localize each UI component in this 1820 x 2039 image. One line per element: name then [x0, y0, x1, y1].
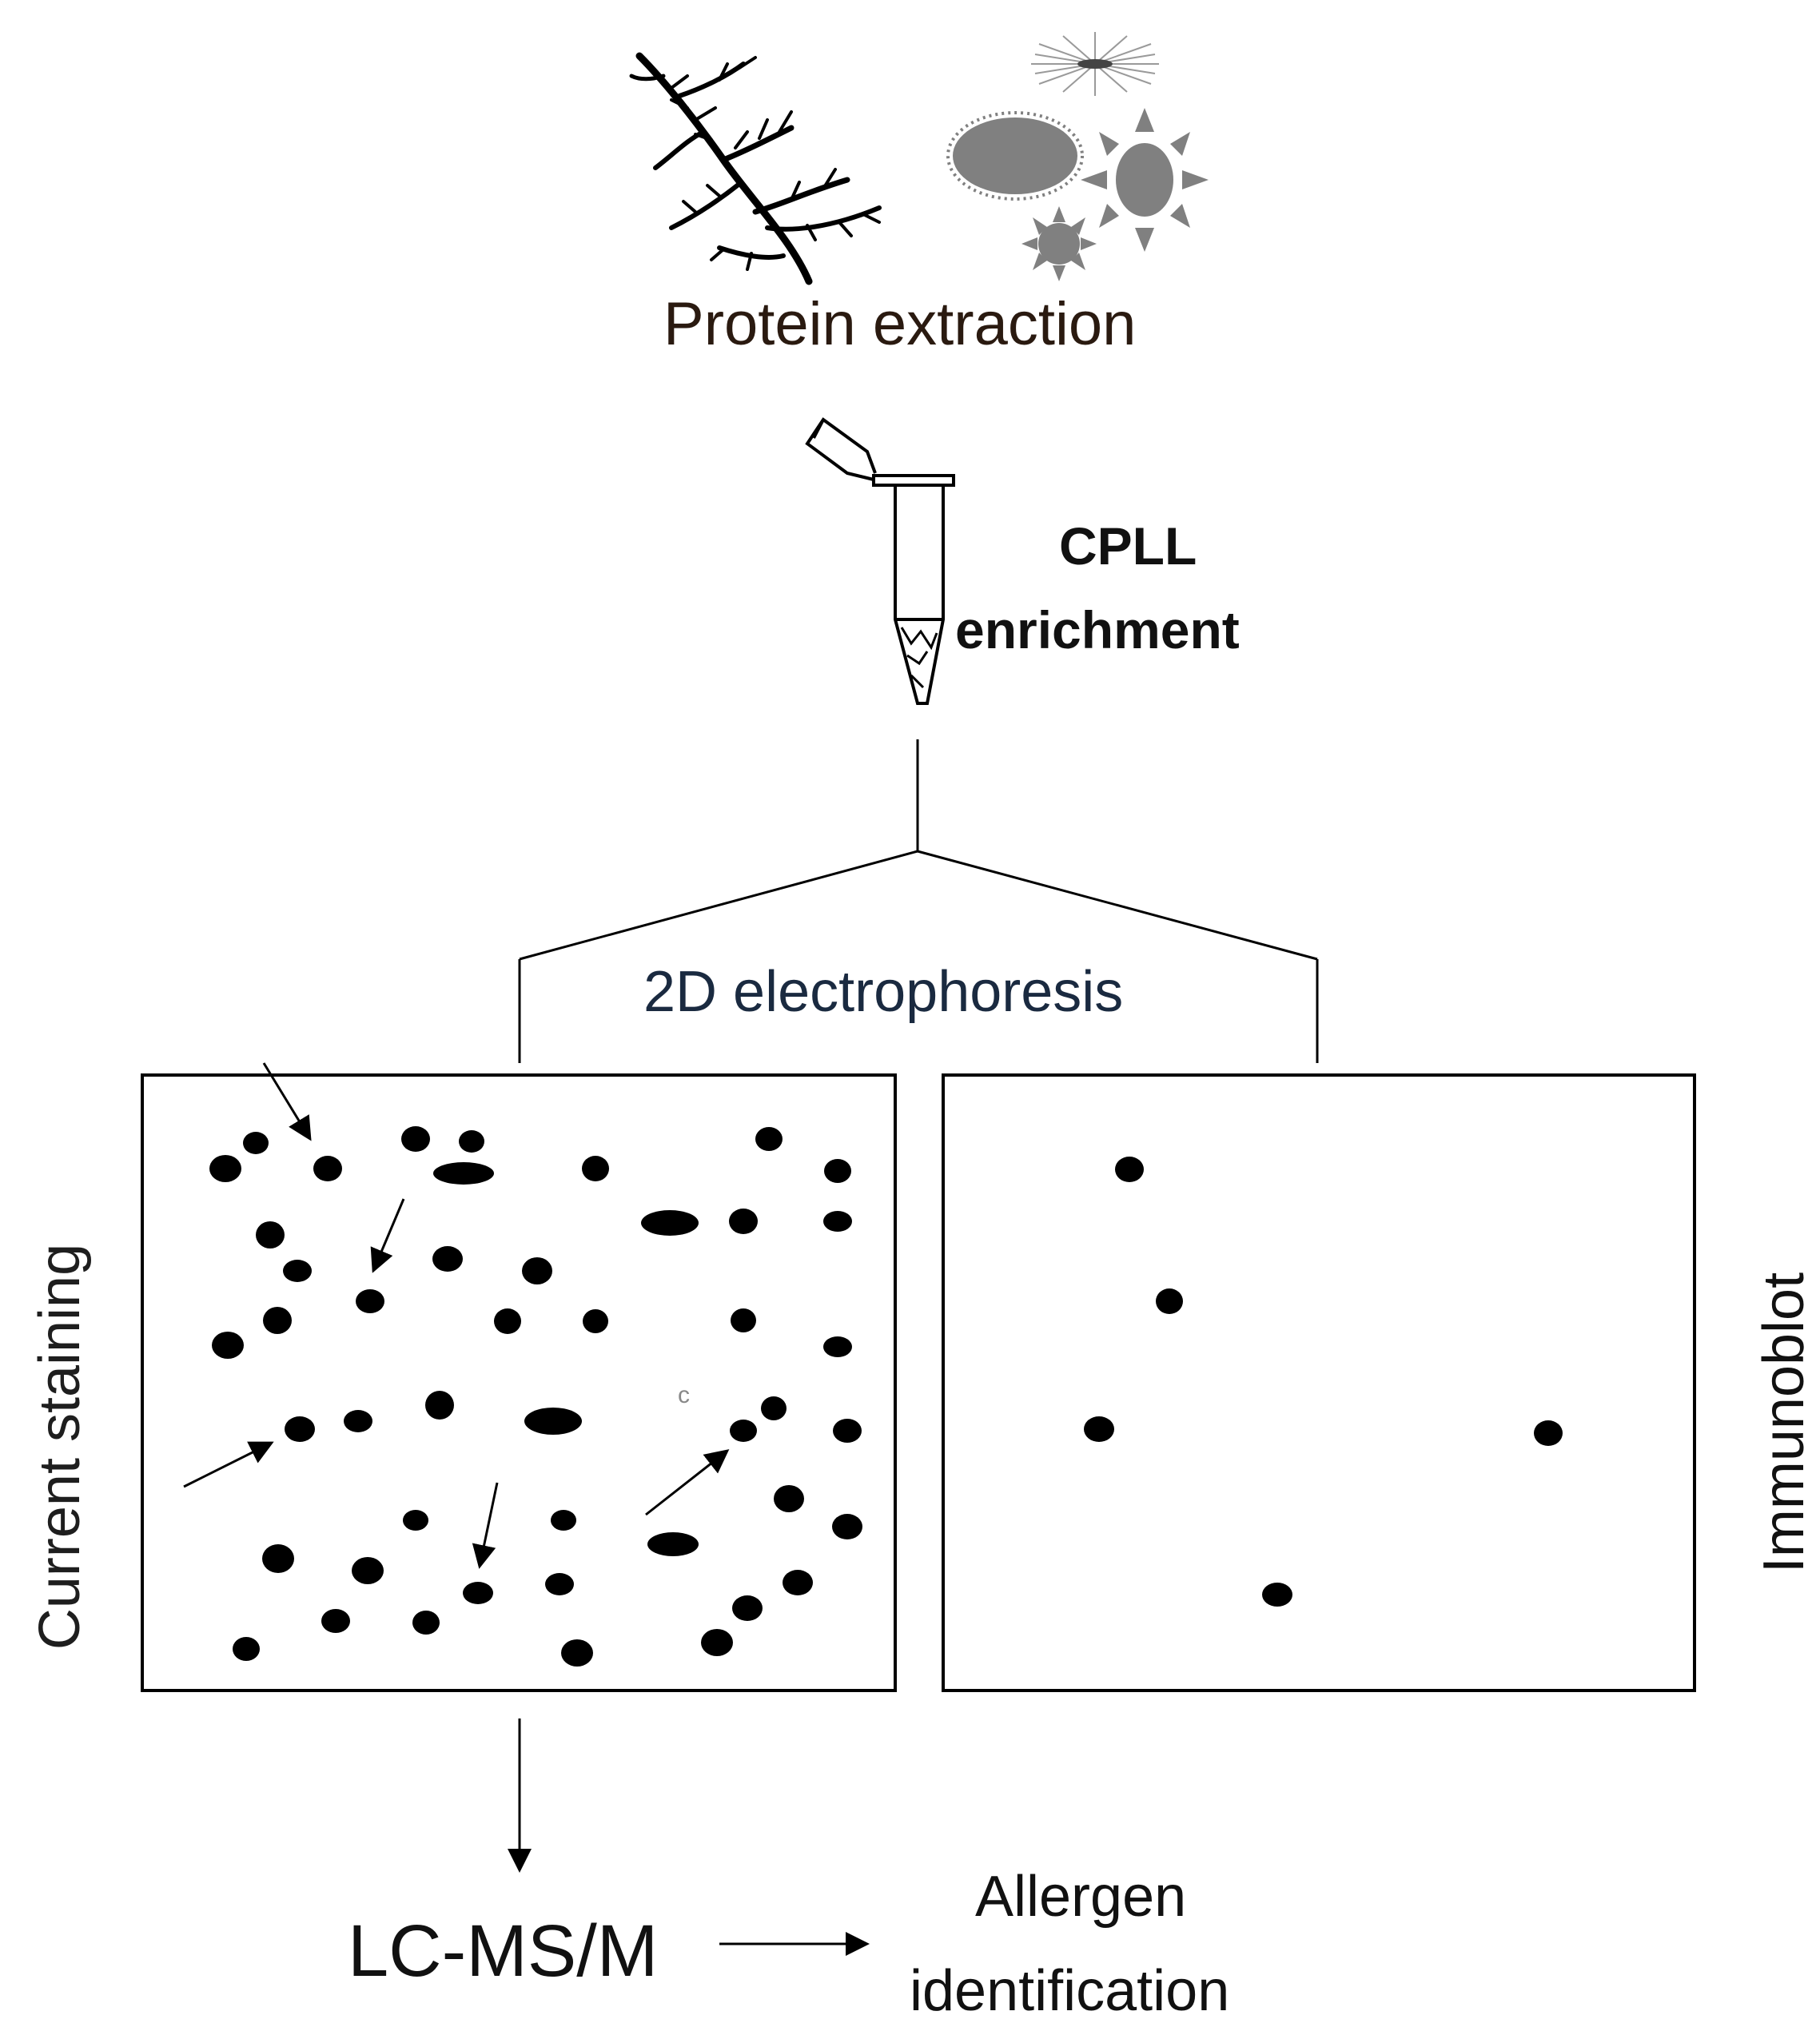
protein-spot	[641, 1210, 699, 1236]
protein-spot	[263, 1307, 292, 1334]
protein-spot	[352, 1557, 384, 1584]
protein-spot	[401, 1126, 430, 1152]
immunoreactive-spot	[1156, 1288, 1183, 1314]
protein-spot	[344, 1410, 372, 1432]
small-c-artifact: c	[678, 1382, 690, 1408]
protein-spot	[755, 1127, 783, 1151]
lcms-label: LC-MS/M	[348, 1910, 659, 1992]
protein-spot	[701, 1629, 733, 1656]
protein-spot	[433, 1162, 494, 1185]
protein-spot	[582, 1156, 609, 1181]
protein-spot	[823, 1211, 852, 1232]
protein-spot	[823, 1336, 852, 1357]
immunoreactive-spot	[1084, 1416, 1114, 1442]
protein-spot	[730, 1420, 757, 1442]
protein-spot	[425, 1391, 454, 1420]
immunoblot-spots	[1084, 1157, 1563, 1607]
protein-spot	[356, 1289, 384, 1313]
immunoreactive-spot	[1115, 1157, 1144, 1182]
protein-spot	[285, 1416, 315, 1442]
allergen-label: Allergen	[975, 1865, 1187, 1929]
immunoblot-label: Immunoblot	[1752, 1272, 1816, 1574]
plant-branch-icon	[629, 52, 882, 285]
protein-spot	[774, 1485, 804, 1512]
protein-spot	[412, 1611, 440, 1635]
protein-spot	[761, 1396, 787, 1420]
protein-spot	[243, 1132, 269, 1154]
protein-spot	[783, 1570, 813, 1595]
protein-spot	[256, 1221, 285, 1248]
downstream-arrows	[508, 1718, 870, 1956]
protein-spot	[494, 1308, 521, 1334]
split-connector	[518, 739, 1319, 1063]
microtube-icon	[805, 417, 955, 705]
protein-spot	[212, 1332, 244, 1359]
cpll-label: CPLL	[1059, 516, 1197, 575]
immunoblot-box	[942, 1073, 1696, 1692]
protein-spot	[524, 1408, 582, 1435]
protein-spot	[647, 1532, 699, 1556]
protein-spot	[403, 1510, 428, 1531]
immunoreactive-spot	[1262, 1583, 1292, 1607]
protein-spot	[432, 1246, 463, 1272]
stained-gel-box	[141, 1073, 897, 1692]
pollen-grains-icon	[946, 32, 1209, 281]
stained-gel-arrows	[183, 1062, 730, 1569]
protein-spot	[729, 1209, 758, 1234]
immunoreactive-spot	[1534, 1420, 1563, 1446]
protein-spot	[545, 1573, 574, 1595]
protein-spot	[283, 1260, 312, 1282]
protein-spot	[463, 1582, 493, 1604]
protein-spot	[209, 1155, 241, 1182]
protein-spot	[522, 1257, 552, 1284]
electrophoresis-label: 2D electrophoresis	[643, 960, 1124, 1024]
protein-spot	[551, 1510, 576, 1531]
protein-spot	[262, 1544, 294, 1573]
protein-spot	[233, 1637, 260, 1661]
protein-spot	[583, 1309, 608, 1333]
protein-spot	[824, 1159, 851, 1183]
identification-label: identification	[910, 1959, 1230, 2023]
stained-gel-spots	[209, 1126, 862, 1667]
protein-extraction-label: Protein extraction	[663, 290, 1137, 358]
current-staining-label: Current staining	[28, 1243, 92, 1651]
protein-spot	[561, 1639, 593, 1667]
protein-spot	[321, 1609, 350, 1633]
protein-spot	[732, 1595, 763, 1621]
protein-spot	[832, 1514, 862, 1539]
protein-spot	[833, 1419, 862, 1443]
protein-spot	[731, 1308, 756, 1332]
protein-spot	[313, 1156, 342, 1181]
protein-spot	[459, 1130, 484, 1153]
enrichment-label: enrichment	[955, 600, 1240, 659]
